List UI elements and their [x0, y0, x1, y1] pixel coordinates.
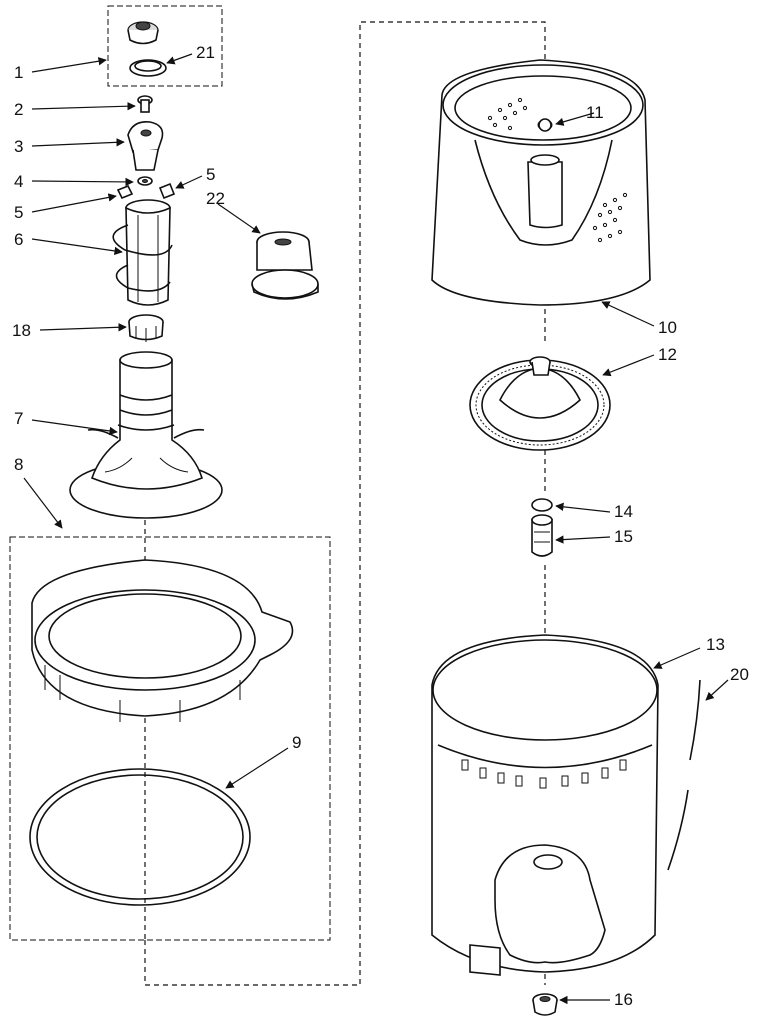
part-4-washer	[137, 176, 153, 186]
leader-lines	[23, 53, 729, 1005]
part-1-agitator-cap-kit	[107, 5, 223, 87]
part-20-hose	[667, 679, 701, 871]
callout-5-right: 5	[206, 165, 215, 184]
part-10-wash-basket	[431, 59, 651, 306]
part-7-drive-hub	[69, 351, 223, 519]
part-13-outer-tub	[431, 634, 659, 976]
callout-2: 2	[14, 100, 23, 119]
callout-20: 20	[730, 665, 749, 684]
part-18-bushing	[128, 314, 164, 342]
callout-7: 7	[14, 409, 23, 428]
callout-13: 13	[706, 635, 725, 654]
part-12-drive-plate	[469, 356, 611, 451]
callout-8: 8	[14, 455, 23, 474]
part-16-drain-plug	[532, 993, 558, 1016]
part-11-basket-bolt	[538, 118, 552, 132]
assembly-connector-lines	[144, 21, 546, 986]
part-5-agitator-dogs	[116, 182, 176, 200]
callout-1: 1	[14, 63, 23, 82]
callout-14: 14	[614, 502, 633, 521]
callout-6: 6	[14, 230, 23, 249]
part-22-pulley	[251, 231, 319, 300]
part-8-tub-ring-kit	[9, 536, 331, 941]
callout-12: 12	[658, 345, 677, 364]
callout-3: 3	[14, 137, 23, 156]
part-3-cam	[127, 120, 164, 171]
part-6-auger	[112, 199, 173, 306]
callout-11: 11	[586, 103, 604, 122]
callout-5-left: 5	[14, 203, 23, 222]
callout-labels: 1 2 3 4 5 5 6 7 8 9 10 11 12 13 14 15 16…	[12, 43, 749, 1009]
callout-9: 9	[292, 733, 301, 752]
part-14-retaining-ring	[531, 498, 553, 512]
callout-4: 4	[14, 172, 23, 191]
callout-18: 18	[12, 321, 31, 340]
callout-10: 10	[658, 318, 677, 337]
callout-16: 16	[614, 990, 633, 1009]
part-15-spanner-nut	[531, 514, 553, 557]
callout-15: 15	[614, 527, 633, 546]
part-2-bolt	[137, 95, 153, 113]
callout-21: 21	[196, 43, 215, 62]
callout-22: 22	[206, 189, 225, 208]
